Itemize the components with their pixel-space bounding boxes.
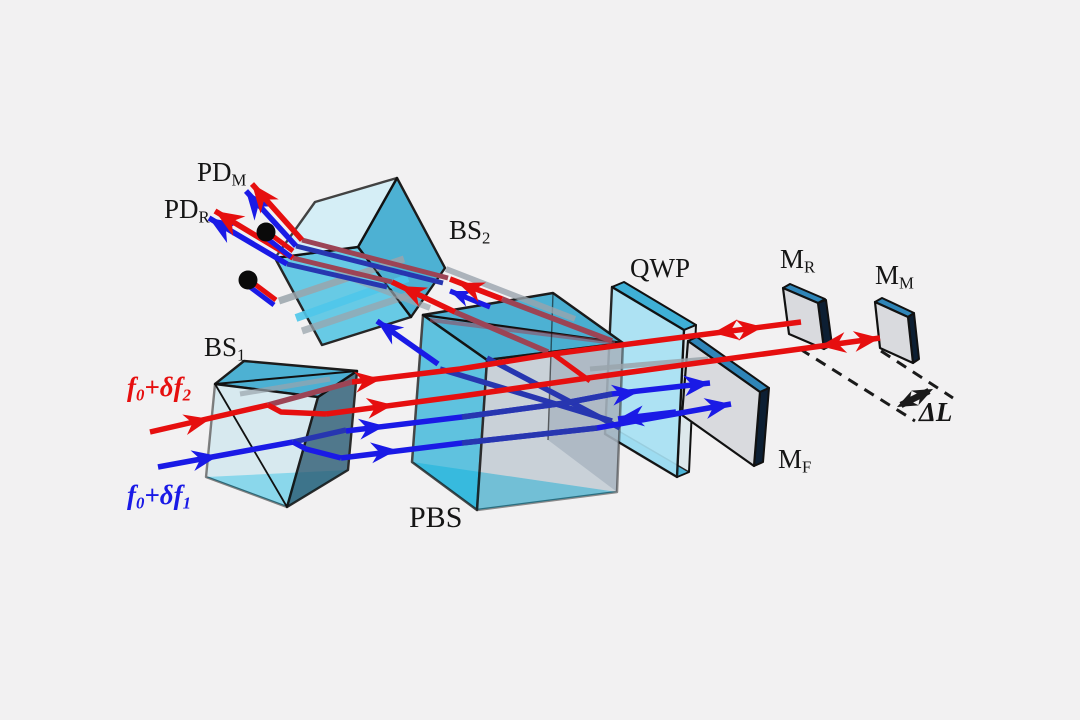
- label-delta-l: ΔL: [919, 397, 953, 427]
- blue-beams: [157, 189, 732, 472]
- mirror-reference: [781, 283, 833, 351]
- red-beams: [149, 182, 881, 435]
- label-bs2: BS2: [449, 215, 491, 248]
- label-input-frequency-blue: f0+δf1: [127, 480, 191, 513]
- polarizing-beam-splitter: [410, 291, 709, 512]
- label-m-f: MF: [778, 444, 812, 477]
- label-pbs: PBS: [409, 501, 463, 534]
- label-bs1: BS1: [204, 332, 246, 365]
- label-pd-m: PDM: [197, 157, 247, 190]
- label-pd-r: PDR: [164, 194, 210, 227]
- photodetector-dots: [238, 222, 295, 307]
- detector-dot-m: [256, 222, 276, 242]
- detector-dot-r: [238, 270, 258, 290]
- internal-beams: [267, 237, 622, 445]
- quarter-wave-plate: [603, 281, 697, 479]
- label-m-m: MM: [875, 260, 914, 293]
- label-input-frequency-red: f0+δf2: [127, 372, 191, 405]
- mirror-measurement: [873, 297, 920, 365]
- label-qwp: QWP: [630, 253, 690, 283]
- displacement-annotation: [799, 347, 954, 423]
- label-m-r: MR: [780, 244, 816, 277]
